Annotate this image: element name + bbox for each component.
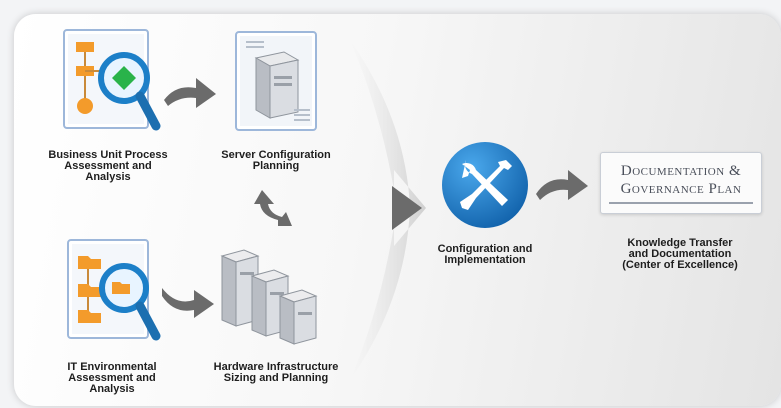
divider [609, 202, 753, 204]
arrow-right-icon [164, 78, 216, 108]
knowledge-transfer-label: Knowledge Transfer and Documentation (Ce… [622, 237, 738, 271]
folder-tree-magnifier-icon [67, 239, 161, 341]
arrow-right-icon [536, 170, 588, 200]
it-environmental-label: IT Environmental Assessment and Analysis [67, 361, 157, 395]
flowchart-magnifier-icon [63, 29, 161, 131]
business-unit-label: Business Unit Process Assessment and Ana… [48, 149, 168, 183]
server-stack-icon [220, 249, 318, 345]
server-config-label: Server Configuration Planning [221, 149, 331, 172]
configuration-label: Configuration and Implementation [437, 243, 533, 266]
wrench-screwdriver-icon [442, 142, 528, 228]
server-document-icon [235, 31, 317, 131]
chevron-arrow-icon [350, 40, 426, 380]
bidirectional-arrow-icon [254, 190, 292, 226]
arrow-right-icon [162, 288, 214, 318]
documentation-line1: Documentation & [620, 163, 742, 179]
documentation-line2: Governance Plan [620, 181, 742, 197]
hardware-label: Hardware Infrastructure Sizing and Plann… [213, 361, 339, 384]
documentation-governance-plan: Documentation & Governance Plan [600, 152, 762, 214]
